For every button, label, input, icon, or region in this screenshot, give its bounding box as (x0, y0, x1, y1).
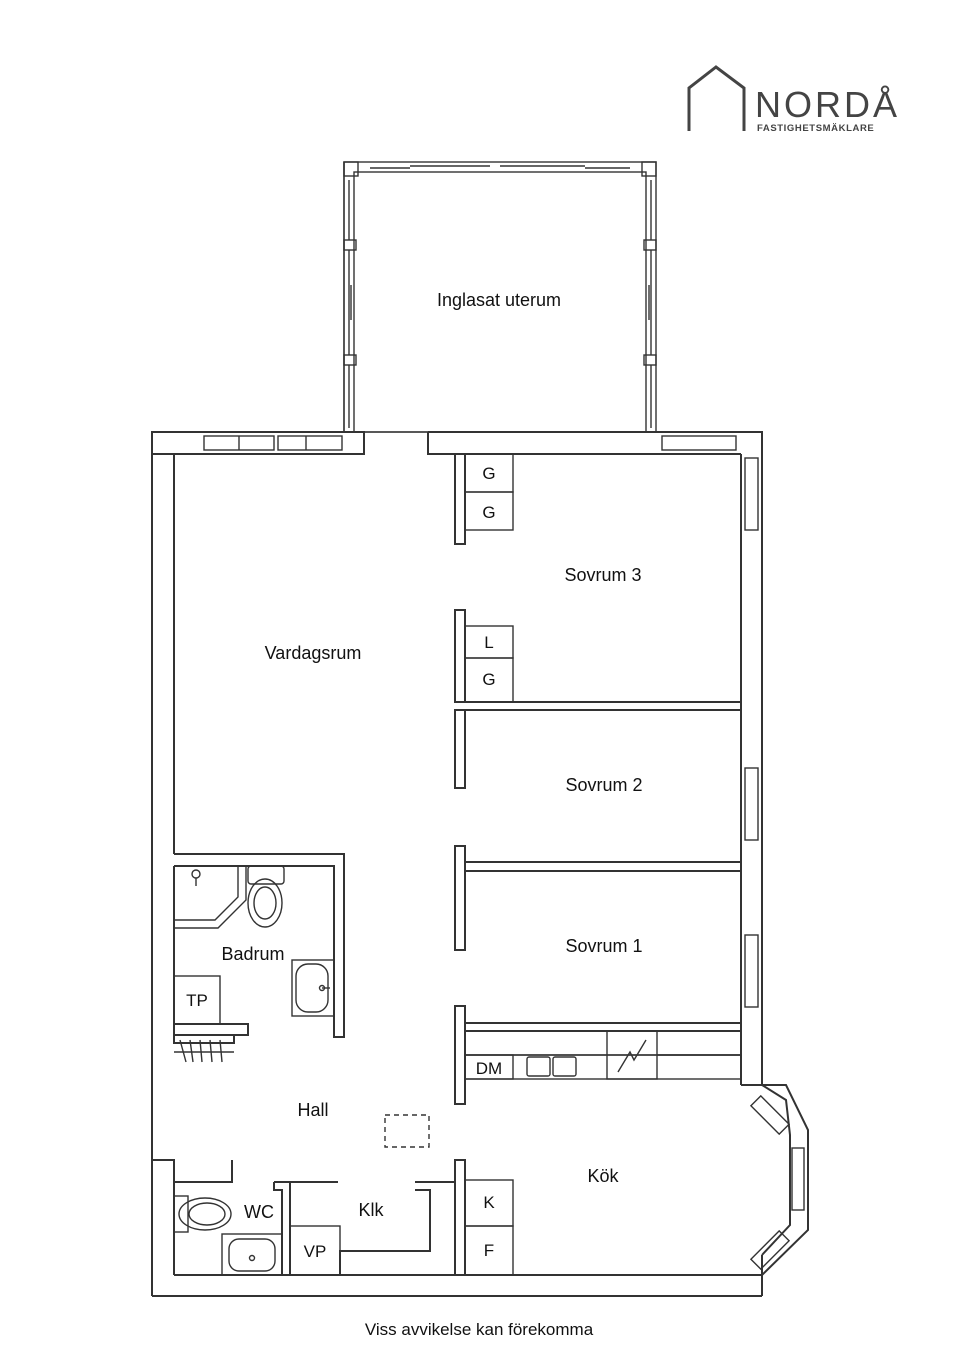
room-label-vardagsrum: Vardagsrum (265, 643, 362, 663)
fixture-vp: VP (304, 1242, 327, 1261)
closet-g-1: G (482, 464, 495, 483)
room-label-wc: WC (244, 1202, 274, 1222)
closets-sovrum3 (464, 453, 514, 703)
house-outline-icon (687, 65, 746, 131)
room-label-klk: Klk (358, 1200, 384, 1220)
brand-name: NORDÅ (755, 84, 900, 125)
fixture-tp: TP (186, 991, 208, 1010)
fixture-dm: DM (476, 1059, 502, 1078)
room-label-sovrum-1: Sovrum 1 (565, 936, 642, 956)
closet-g-3: G (482, 670, 495, 689)
room-label-sovrum-2: Sovrum 2 (565, 775, 642, 795)
room-label-kok: Kök (587, 1166, 619, 1186)
brand-logo: NORDÅ FASTIGHETSMÄKLARE (687, 65, 900, 134)
room-label-uterum: Inglasat uterum (437, 290, 561, 310)
fixture-k: K (483, 1193, 495, 1212)
wc-klk-walls (152, 1159, 455, 1276)
closet-g-2: G (482, 503, 495, 522)
brand-subtitle: FASTIGHETSMÄKLARE (757, 123, 874, 134)
windows (203, 435, 805, 1271)
closet-l: L (484, 633, 493, 652)
room-label-hall: Hall (297, 1100, 328, 1120)
disclaimer-text: Viss avvikelse kan förekomma (365, 1320, 594, 1339)
attic-hatch (384, 1114, 430, 1148)
room-label-badrum: Badrum (221, 944, 284, 964)
room-label-sovrum-3: Sovrum 3 (564, 565, 641, 585)
bathroom-walls (173, 853, 345, 1063)
kitchen-counter (464, 1030, 742, 1276)
outer-walls (151, 431, 809, 1297)
fixture-f: F (484, 1241, 494, 1260)
